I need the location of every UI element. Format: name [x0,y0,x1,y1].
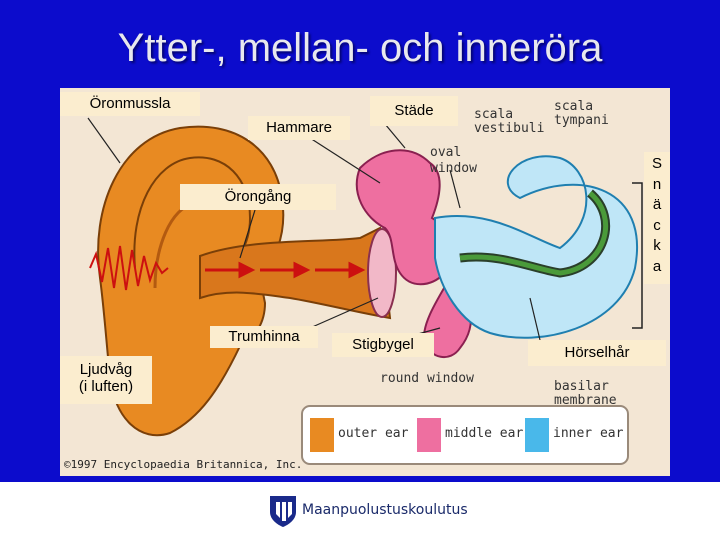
caption-copyright: ©1997 Encyclopaedia Britannica, Inc. [64,458,303,471]
org-name: Maanpuolustuskoulutus [302,502,468,518]
label-snacka-letter: c [653,216,661,234]
sound-arrows [205,261,366,279]
label-hammare: Hammare [248,116,350,140]
caption-oval-window-2: window [430,161,477,176]
label-trumhinna: Trumhinna [210,326,318,348]
slide-background: Ytter-, mellan- och inneröra [0,0,720,482]
legend-label-inner: inner ear [553,426,624,441]
sound-wave [89,245,169,291]
label-snacka-letter: n [652,175,662,193]
caption-basilar-membrane: basilar membrane [554,379,617,408]
label-snacka-letter: S [651,155,662,172]
legend-swatch-outer [310,418,334,452]
caption-scala-vestibuli-2: vestibuli [474,121,545,136]
caption-scala-tympani-2: tympani [554,113,609,128]
legend-swatch-middle [417,418,441,452]
label-stigbygel: Stigbygel [332,333,434,357]
ear-diagram: outer ear middle ear inner ear scala ves… [60,88,670,476]
label-orongang: Örongång [180,184,336,210]
shield-logo-icon [270,496,296,527]
label-snacka: S n ä c k a [644,152,670,284]
cochlea-outer-shape [434,155,638,339]
label-stade: Städe [370,96,458,126]
legend-label-outer: outer ear [338,426,409,441]
label-horselhar: Hörselhår [528,340,666,366]
legend-swatch-inner [525,418,549,452]
label-oronmussla: Öronmussla [60,92,200,116]
eardrum-shape [367,228,397,318]
caption-scala-tympani-1: scala [554,99,594,114]
label-snacka-letter: ä [652,196,662,213]
caption-round-window: round window [380,371,474,386]
label-ljudvag-line2: (i luften) [78,378,134,395]
label-snacka-letter: k [653,237,661,254]
label-snacka-letter: a [652,257,662,275]
legend-label-middle: middle ear [445,426,524,441]
pointer-lines [87,117,541,344]
caption-oval-window-1: oval [430,145,462,160]
caption-scala-vestibuli-1: scala [474,107,514,122]
ear-illustration [87,117,643,465]
slide-title: Ytter-, mellan- och inneröra [117,26,603,70]
label-ljudvag: Ljudvåg (i luften) [60,356,152,404]
footer: Maanpuolustuskoulutus [0,482,720,540]
label-ljudvag-line1: Ljudvåg [79,361,133,378]
